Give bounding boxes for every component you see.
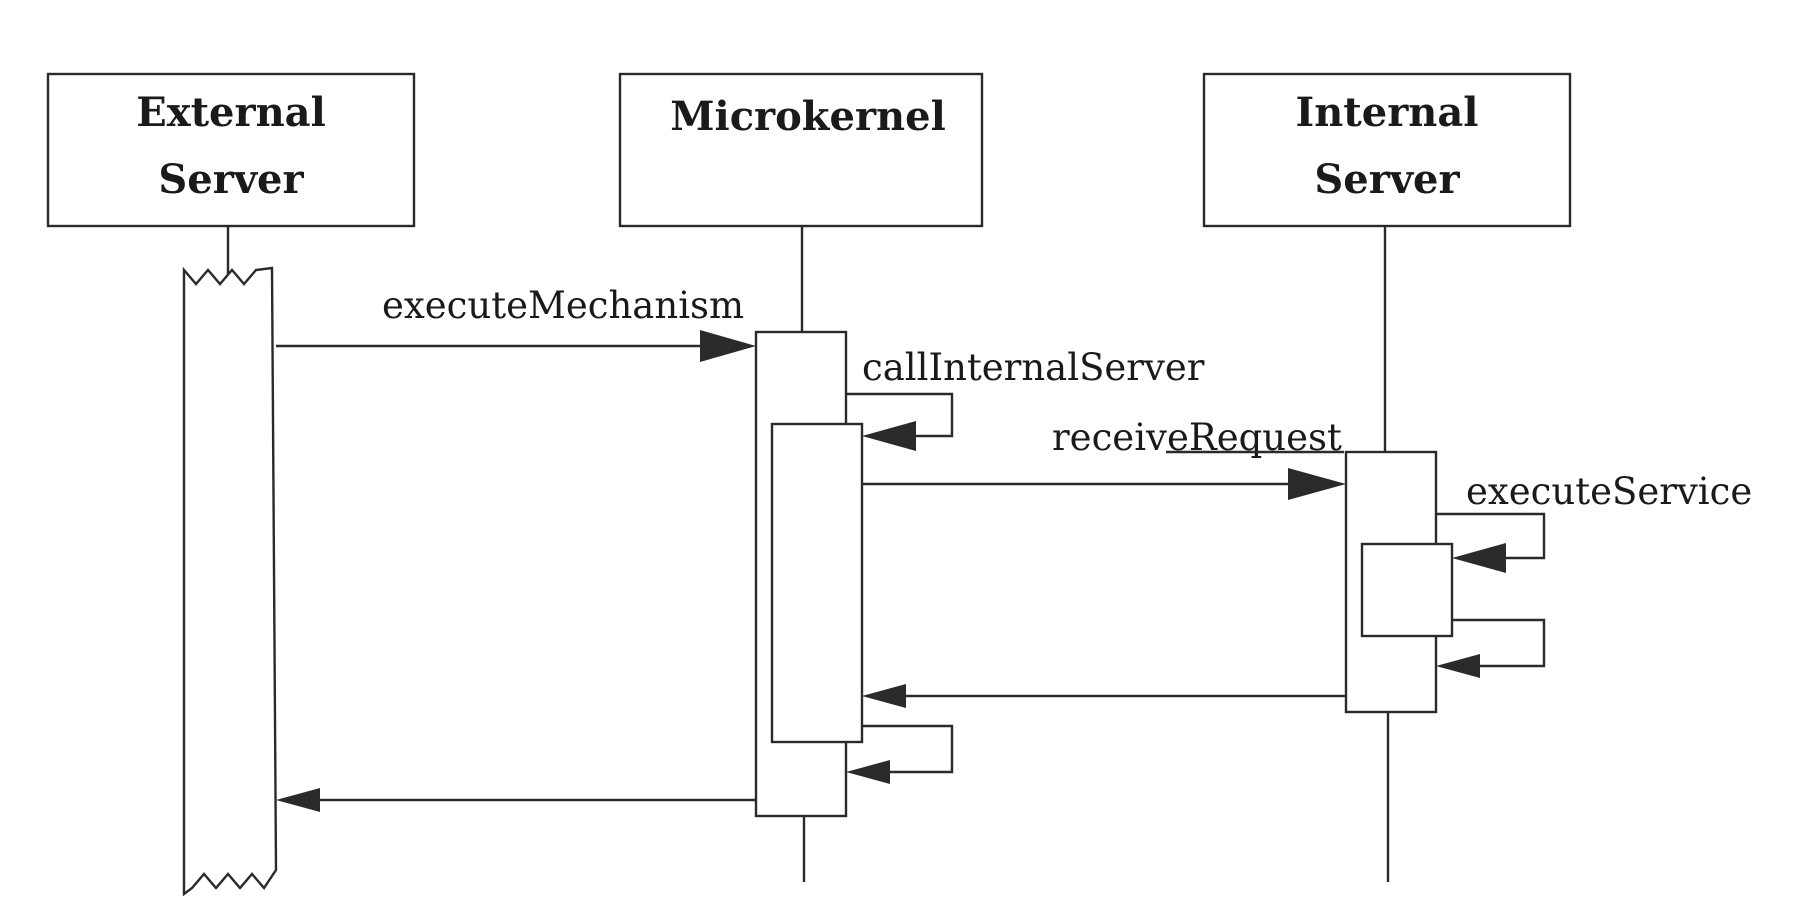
external-server-activation: [182, 266, 278, 897]
message-microkernel-return-self: [846, 724, 954, 784]
external-server-label-line2: Server: [158, 156, 304, 203]
participant-external-server: External Server: [46, 72, 416, 897]
internal-to-microkernel-return-arrowhead: [862, 684, 906, 708]
execute-service-line: [1436, 512, 1546, 560]
execute-service-label: executeService: [1466, 470, 1752, 513]
microkernel-box: [618, 72, 984, 228]
microkernel-return-self-arrowhead: [846, 760, 890, 784]
participant-microkernel: Microkernel: [618, 72, 984, 882]
internal-return-self-line: [1452, 618, 1546, 668]
call-internal-server-arrowhead: [862, 421, 916, 451]
internal-server-box: [1202, 72, 1572, 228]
message-microkernel-to-external-return: [276, 788, 756, 812]
execute-service-arrowhead: [1452, 543, 1506, 573]
internal-server-label-line1: Internal: [1296, 89, 1479, 136]
internal-server-label-line2: Server: [1314, 156, 1460, 203]
message-internal-return-self: [1436, 618, 1546, 678]
participant-internal-server: Internal Server: [1202, 72, 1572, 882]
call-internal-server-label: callInternalServer: [862, 346, 1205, 389]
message-execute-mechanism: executeMechanism: [276, 284, 756, 362]
message-execute-service: executeService: [1436, 470, 1752, 573]
internal-return-self-arrowhead: [1436, 654, 1480, 678]
call-internal-server-line: [846, 392, 954, 438]
message-internal-to-microkernel-return: [862, 684, 1346, 708]
microkernel-to-external-return-arrowhead: [276, 788, 320, 812]
message-call-internal-server: callInternalServer: [846, 346, 1205, 451]
microkernel-return-self-line: [862, 724, 954, 774]
execute-mechanism-label: executeMechanism: [382, 284, 744, 327]
microkernel-nested-activation: [770, 422, 864, 744]
message-receive-request: receiveRequest: [862, 416, 1346, 500]
execute-mechanism-arrowhead: [700, 330, 756, 362]
external-server-box: [46, 72, 416, 228]
external-server-label-line1: External: [136, 89, 326, 136]
internal-server-nested-activation: [1360, 542, 1454, 638]
microkernel-label: Microkernel: [670, 93, 946, 140]
receive-request-arrowhead: [1288, 468, 1346, 500]
